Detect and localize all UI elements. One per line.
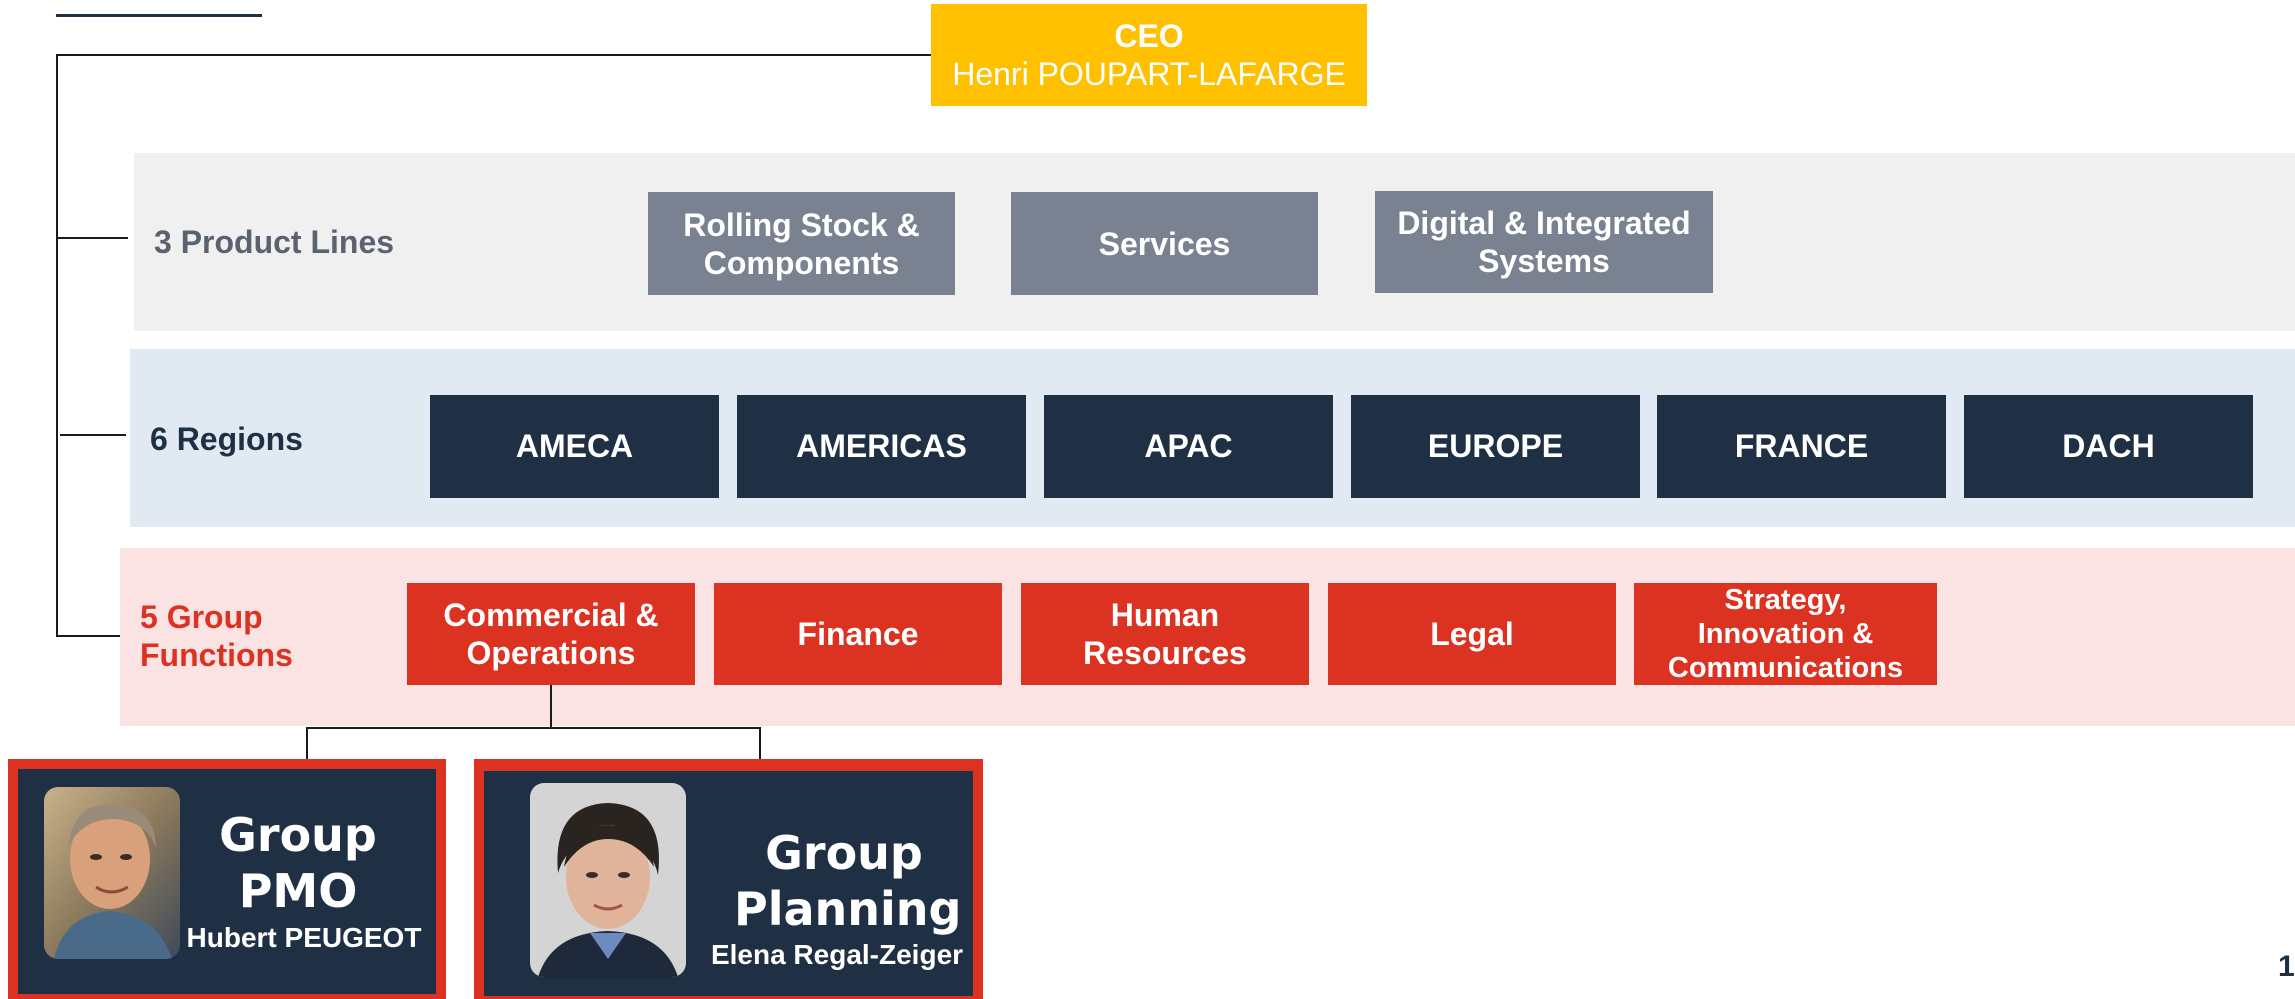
function-commercial-operations: Commercial & Operations xyxy=(407,583,695,685)
group-pmo-card: Group PMO Hubert PEUGEOT xyxy=(8,759,446,999)
connector-to-group-pmo xyxy=(306,727,308,760)
page-number: 1 xyxy=(2278,950,2295,983)
connector-to-product-lines xyxy=(56,237,128,239)
connector-to-functions xyxy=(56,635,124,637)
ceo-title: CEO xyxy=(1114,18,1184,54)
woman-portrait-photo-icon xyxy=(530,783,686,977)
region-europe: EUROPE xyxy=(1351,395,1640,498)
function-legal: Legal xyxy=(1328,583,1616,685)
group-planning-card: Group Planning Elena Regal-Zeiger xyxy=(474,759,983,999)
region-france: FRANCE xyxy=(1657,395,1946,498)
product-line-rolling-stock: Rolling Stock & Components xyxy=(648,192,955,295)
ceo-box: CEO Henri POUPART-LAFARGE xyxy=(931,4,1367,106)
man-portrait-photo-icon xyxy=(44,787,180,959)
group-pmo-name: Hubert PEUGEOT xyxy=(186,922,422,953)
group-pmo-title: Group PMO xyxy=(219,808,377,918)
function-finance: Finance xyxy=(714,583,1002,685)
ceo-name: Henri POUPART-LAFARGE xyxy=(952,56,1346,92)
connector-sub-units-horizontal xyxy=(306,727,761,729)
group-functions-label: 5 Group Functions xyxy=(140,599,293,673)
connector-vertical-trunk xyxy=(56,54,58,636)
region-dach: DACH xyxy=(1964,395,2253,498)
region-apac: APAC xyxy=(1044,395,1333,498)
connector-to-ceo xyxy=(56,54,932,56)
connector-to-regions xyxy=(60,434,126,436)
product-line-digital: Digital & Integrated Systems xyxy=(1375,191,1713,293)
product-line-services: Services xyxy=(1011,192,1318,295)
group-planning-title: Group Planning xyxy=(734,826,962,936)
regions-label: 6 Regions xyxy=(150,421,303,457)
function-human-resources: Human Resources xyxy=(1021,583,1309,685)
group-planning-name: Elena Regal-Zeiger xyxy=(710,939,964,970)
connector-commercial-down xyxy=(550,685,552,728)
function-strategy-innovation-communications: Strategy, Innovation & Communications xyxy=(1634,583,1937,685)
connector-to-group-planning xyxy=(759,727,761,760)
region-americas: AMERICAS xyxy=(737,395,1026,498)
header-rule xyxy=(56,14,262,17)
product-lines-label: 3 Product Lines xyxy=(154,224,395,260)
region-ameca: AMECA xyxy=(430,395,719,498)
